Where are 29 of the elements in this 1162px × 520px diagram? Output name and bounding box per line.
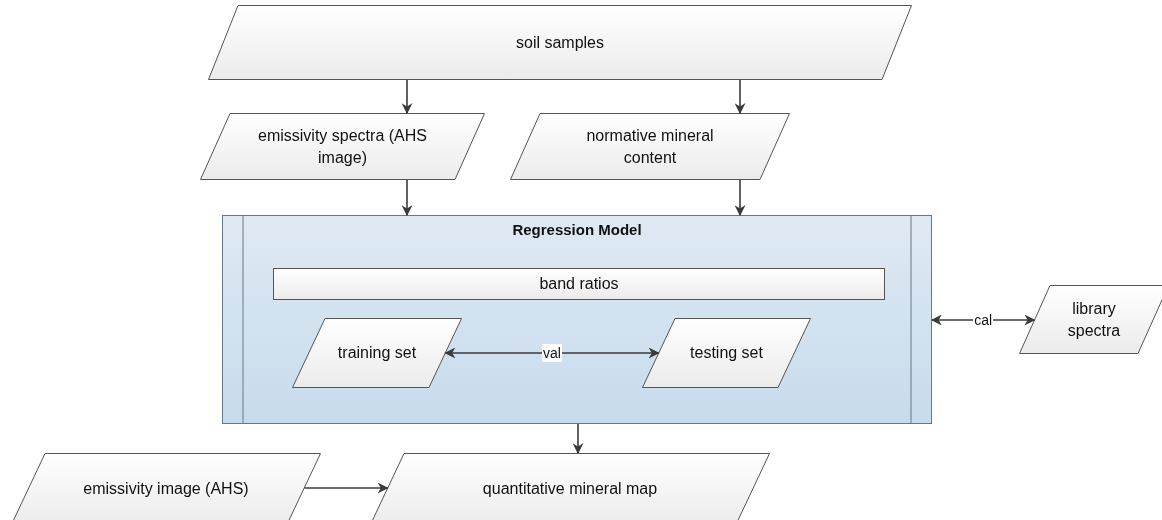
data-parallelogram bbox=[208, 5, 912, 80]
process-box bbox=[273, 268, 885, 300]
node-text: emissivity spectra (AHS image) bbox=[257, 125, 428, 168]
node-text: training set bbox=[337, 343, 417, 363]
arrow bbox=[444, 347, 660, 359]
arrow bbox=[930, 314, 1036, 326]
node-text: quantitative mineral map bbox=[482, 479, 658, 499]
node-text: normative mineral content bbox=[585, 125, 715, 168]
data-parallelogram bbox=[11, 453, 321, 520]
arrow bbox=[303, 482, 389, 494]
node-text: soil samples bbox=[516, 32, 604, 53]
data-parallelogram bbox=[642, 318, 811, 388]
panel-title: Regression Model bbox=[512, 221, 642, 240]
edge-label: val bbox=[542, 344, 562, 362]
data-parallelogram bbox=[200, 113, 485, 180]
data-parallelogram bbox=[292, 318, 462, 388]
data-parallelogram bbox=[510, 113, 790, 180]
data-parallelogram bbox=[1019, 285, 1162, 354]
node-text: emissivity image (AHS) bbox=[83, 479, 249, 499]
arrow bbox=[734, 179, 746, 217]
data-parallelogram bbox=[370, 453, 770, 520]
arrow bbox=[401, 79, 413, 115]
arrow bbox=[734, 79, 746, 115]
node-text: testing set bbox=[690, 343, 763, 363]
node-text: library spectra bbox=[1066, 298, 1122, 341]
node-text: band ratios bbox=[539, 274, 619, 294]
process-panel bbox=[222, 215, 932, 424]
arrow bbox=[401, 179, 413, 217]
arrow bbox=[572, 423, 584, 455]
